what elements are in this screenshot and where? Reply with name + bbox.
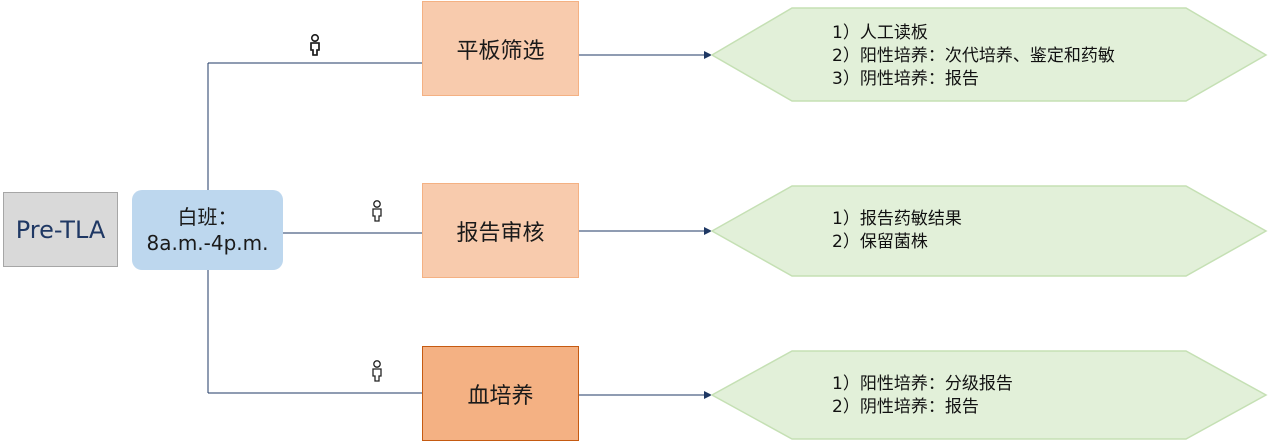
output-shape-0 — [710, 7, 1268, 102]
person-icon — [310, 34, 320, 56]
output-item: 1）阳性培养：分级报告 — [832, 374, 1013, 394]
arrowhead-0 — [704, 51, 712, 59]
pre-tla-label: Pre-TLA — [15, 215, 106, 244]
output-item: 1）人工读板 — [832, 23, 928, 43]
output-item: 3）阴性培养：报告 — [832, 69, 979, 89]
output-shape-1 — [710, 185, 1268, 277]
task-node-report-review: 报告审核 — [422, 183, 579, 278]
day-shift-node: 白班： 8a.m.-4p.m. — [132, 190, 283, 270]
task-label: 报告审核 — [456, 220, 545, 246]
output-list-blood-culture: 1）阳性培养：分级报告 2）阴性培养：报告 — [832, 373, 1013, 419]
shift-title: 白班： — [177, 205, 238, 229]
output-list-report-review: 1）报告药敏结果 2）保留菌株 — [832, 208, 962, 254]
task-node-blood-culture: 血培养 — [422, 346, 579, 441]
output-item: 2）保留菌株 — [832, 232, 928, 252]
person-icon — [372, 200, 382, 222]
output-item: 1）报告药敏结果 — [832, 209, 962, 229]
output-item: 2）阴性培养：报告 — [832, 397, 979, 417]
output-shape-2 — [710, 350, 1268, 440]
task-label: 平板筛选 — [456, 38, 545, 64]
task-label: 血培养 — [467, 383, 534, 409]
output-list-plate-screening: 1）人工读板 2）阳性培养：次代培养、鉴定和药敏 3）阴性培养：报告 — [832, 22, 1115, 91]
arrowhead-2 — [704, 391, 712, 399]
task-node-plate-screening: 平板筛选 — [422, 1, 579, 96]
pre-tla-node: Pre-TLA — [3, 192, 118, 267]
arrowhead-1 — [704, 227, 712, 235]
output-item: 2）阳性培养：次代培养、鉴定和药敏 — [832, 46, 1115, 66]
shift-hours: 8a.m.-4p.m. — [146, 231, 269, 255]
person-icon — [372, 360, 382, 382]
